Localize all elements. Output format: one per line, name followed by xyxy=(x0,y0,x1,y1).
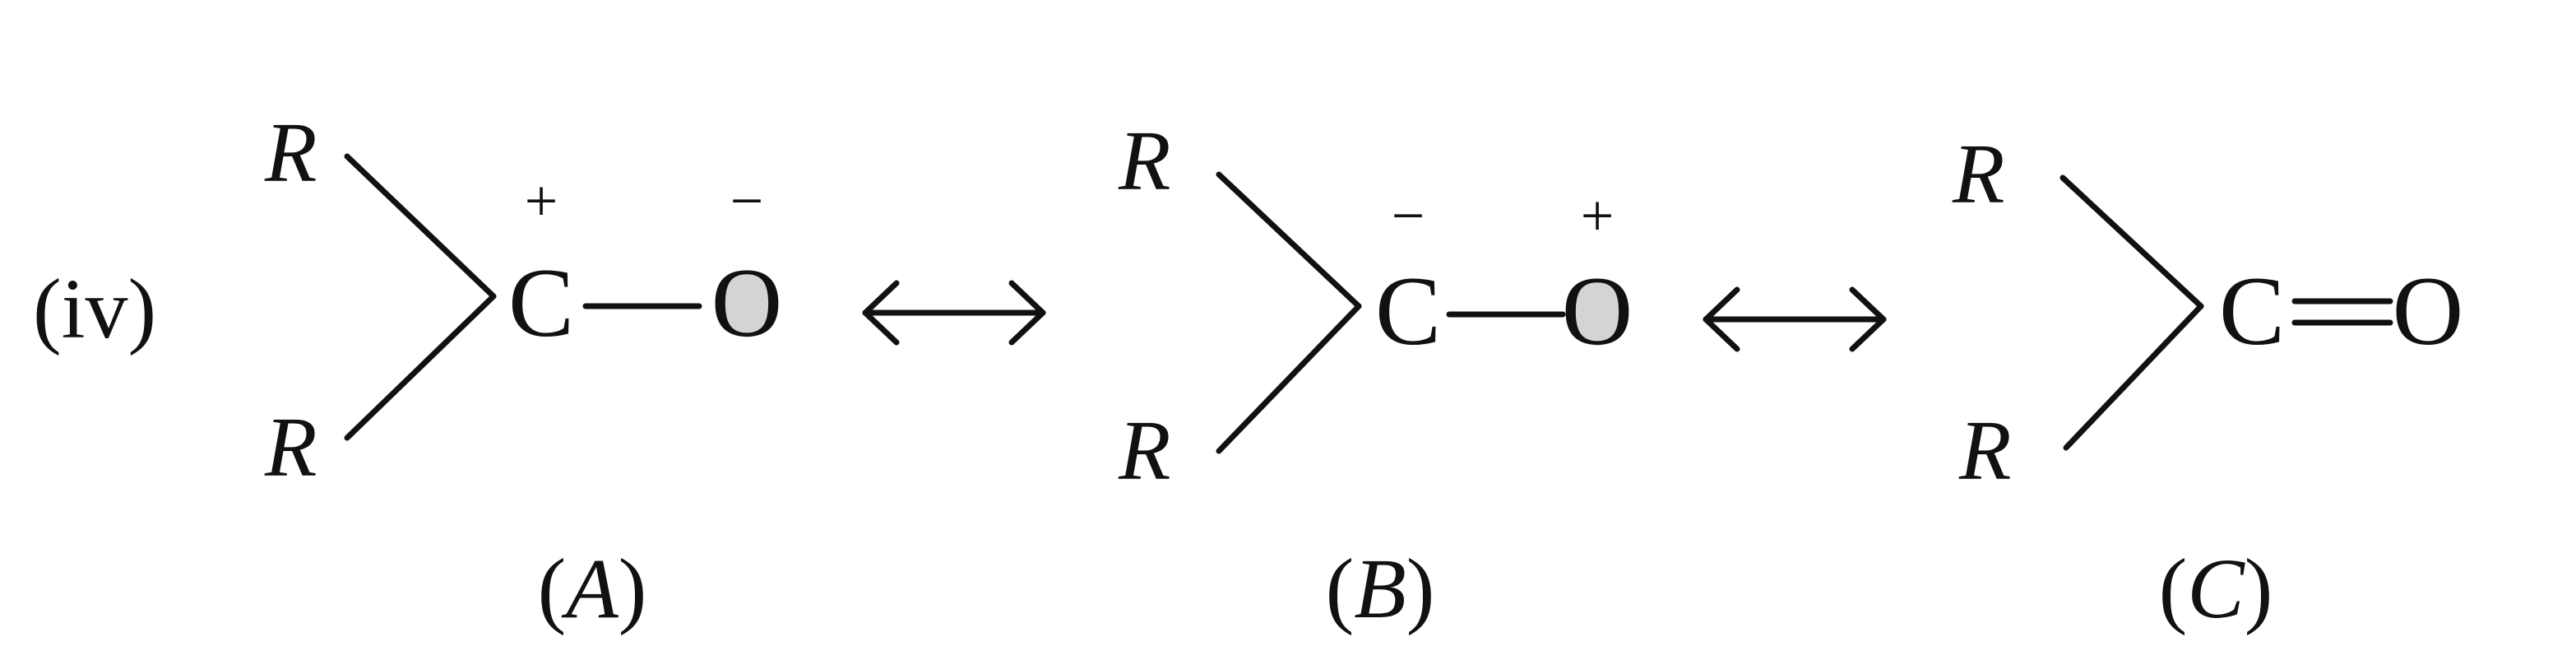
resonance-arrow-2-right-head xyxy=(1849,286,1887,352)
structure-b-bond-r-top xyxy=(1216,171,1362,309)
structure-b-label: (B) xyxy=(1326,542,1435,636)
resonance-arrow-1 xyxy=(862,280,1046,346)
structure-c: R R C O (C) xyxy=(1952,127,2463,636)
structure-a-carbon: C xyxy=(508,248,574,357)
structure-a-r-top: R xyxy=(264,105,317,200)
structure-c-carbon: C xyxy=(2219,256,2285,365)
structure-b-oxygen: O xyxy=(1562,256,1633,365)
item-label: (iv) xyxy=(33,262,156,356)
structure-a: R R + C − O (A) xyxy=(264,105,782,636)
structure-c-oxygen: O xyxy=(2393,256,2464,365)
structure-a-carbon-charge: + xyxy=(525,168,558,234)
structure-a-label: (A) xyxy=(538,542,647,636)
structure-a-oxygen: O xyxy=(711,248,783,357)
structure-c-bond-r-bottom xyxy=(2063,303,2204,451)
structure-c-bond-r-top xyxy=(2059,174,2204,309)
structure-b-bond-r-bottom xyxy=(1216,303,1362,454)
structure-a-oxygen-shading xyxy=(722,272,771,337)
structure-b-r-bottom: R xyxy=(1118,403,1171,498)
structure-b-oxygen-charge: + xyxy=(1581,183,1615,249)
structure-c-label: (C) xyxy=(2159,542,2273,636)
structure-a-r-bottom: R xyxy=(264,400,317,495)
structure-c-r-bottom: R xyxy=(1958,403,2012,498)
structure-b-r-top: R xyxy=(1118,114,1171,208)
resonance-arrow-1-right-head xyxy=(1008,280,1046,346)
resonance-arrow-2 xyxy=(1703,286,1887,352)
structure-c-r-top: R xyxy=(1952,127,2005,221)
resonance-arrow-2-left-head xyxy=(1703,286,1740,352)
structure-b-oxygen-shading xyxy=(1573,280,1622,346)
structure-a-oxygen-charge: − xyxy=(730,168,764,234)
structure-b-carbon-charge: − xyxy=(1392,183,1425,249)
structure-a-bond-r-bottom xyxy=(344,293,497,441)
structure-a-bond-r-top xyxy=(344,153,497,300)
structure-b: R R − C + O (B) xyxy=(1118,114,1633,636)
resonance-arrow-1-left-head xyxy=(862,280,900,346)
structure-b-carbon: C xyxy=(1375,256,1441,365)
